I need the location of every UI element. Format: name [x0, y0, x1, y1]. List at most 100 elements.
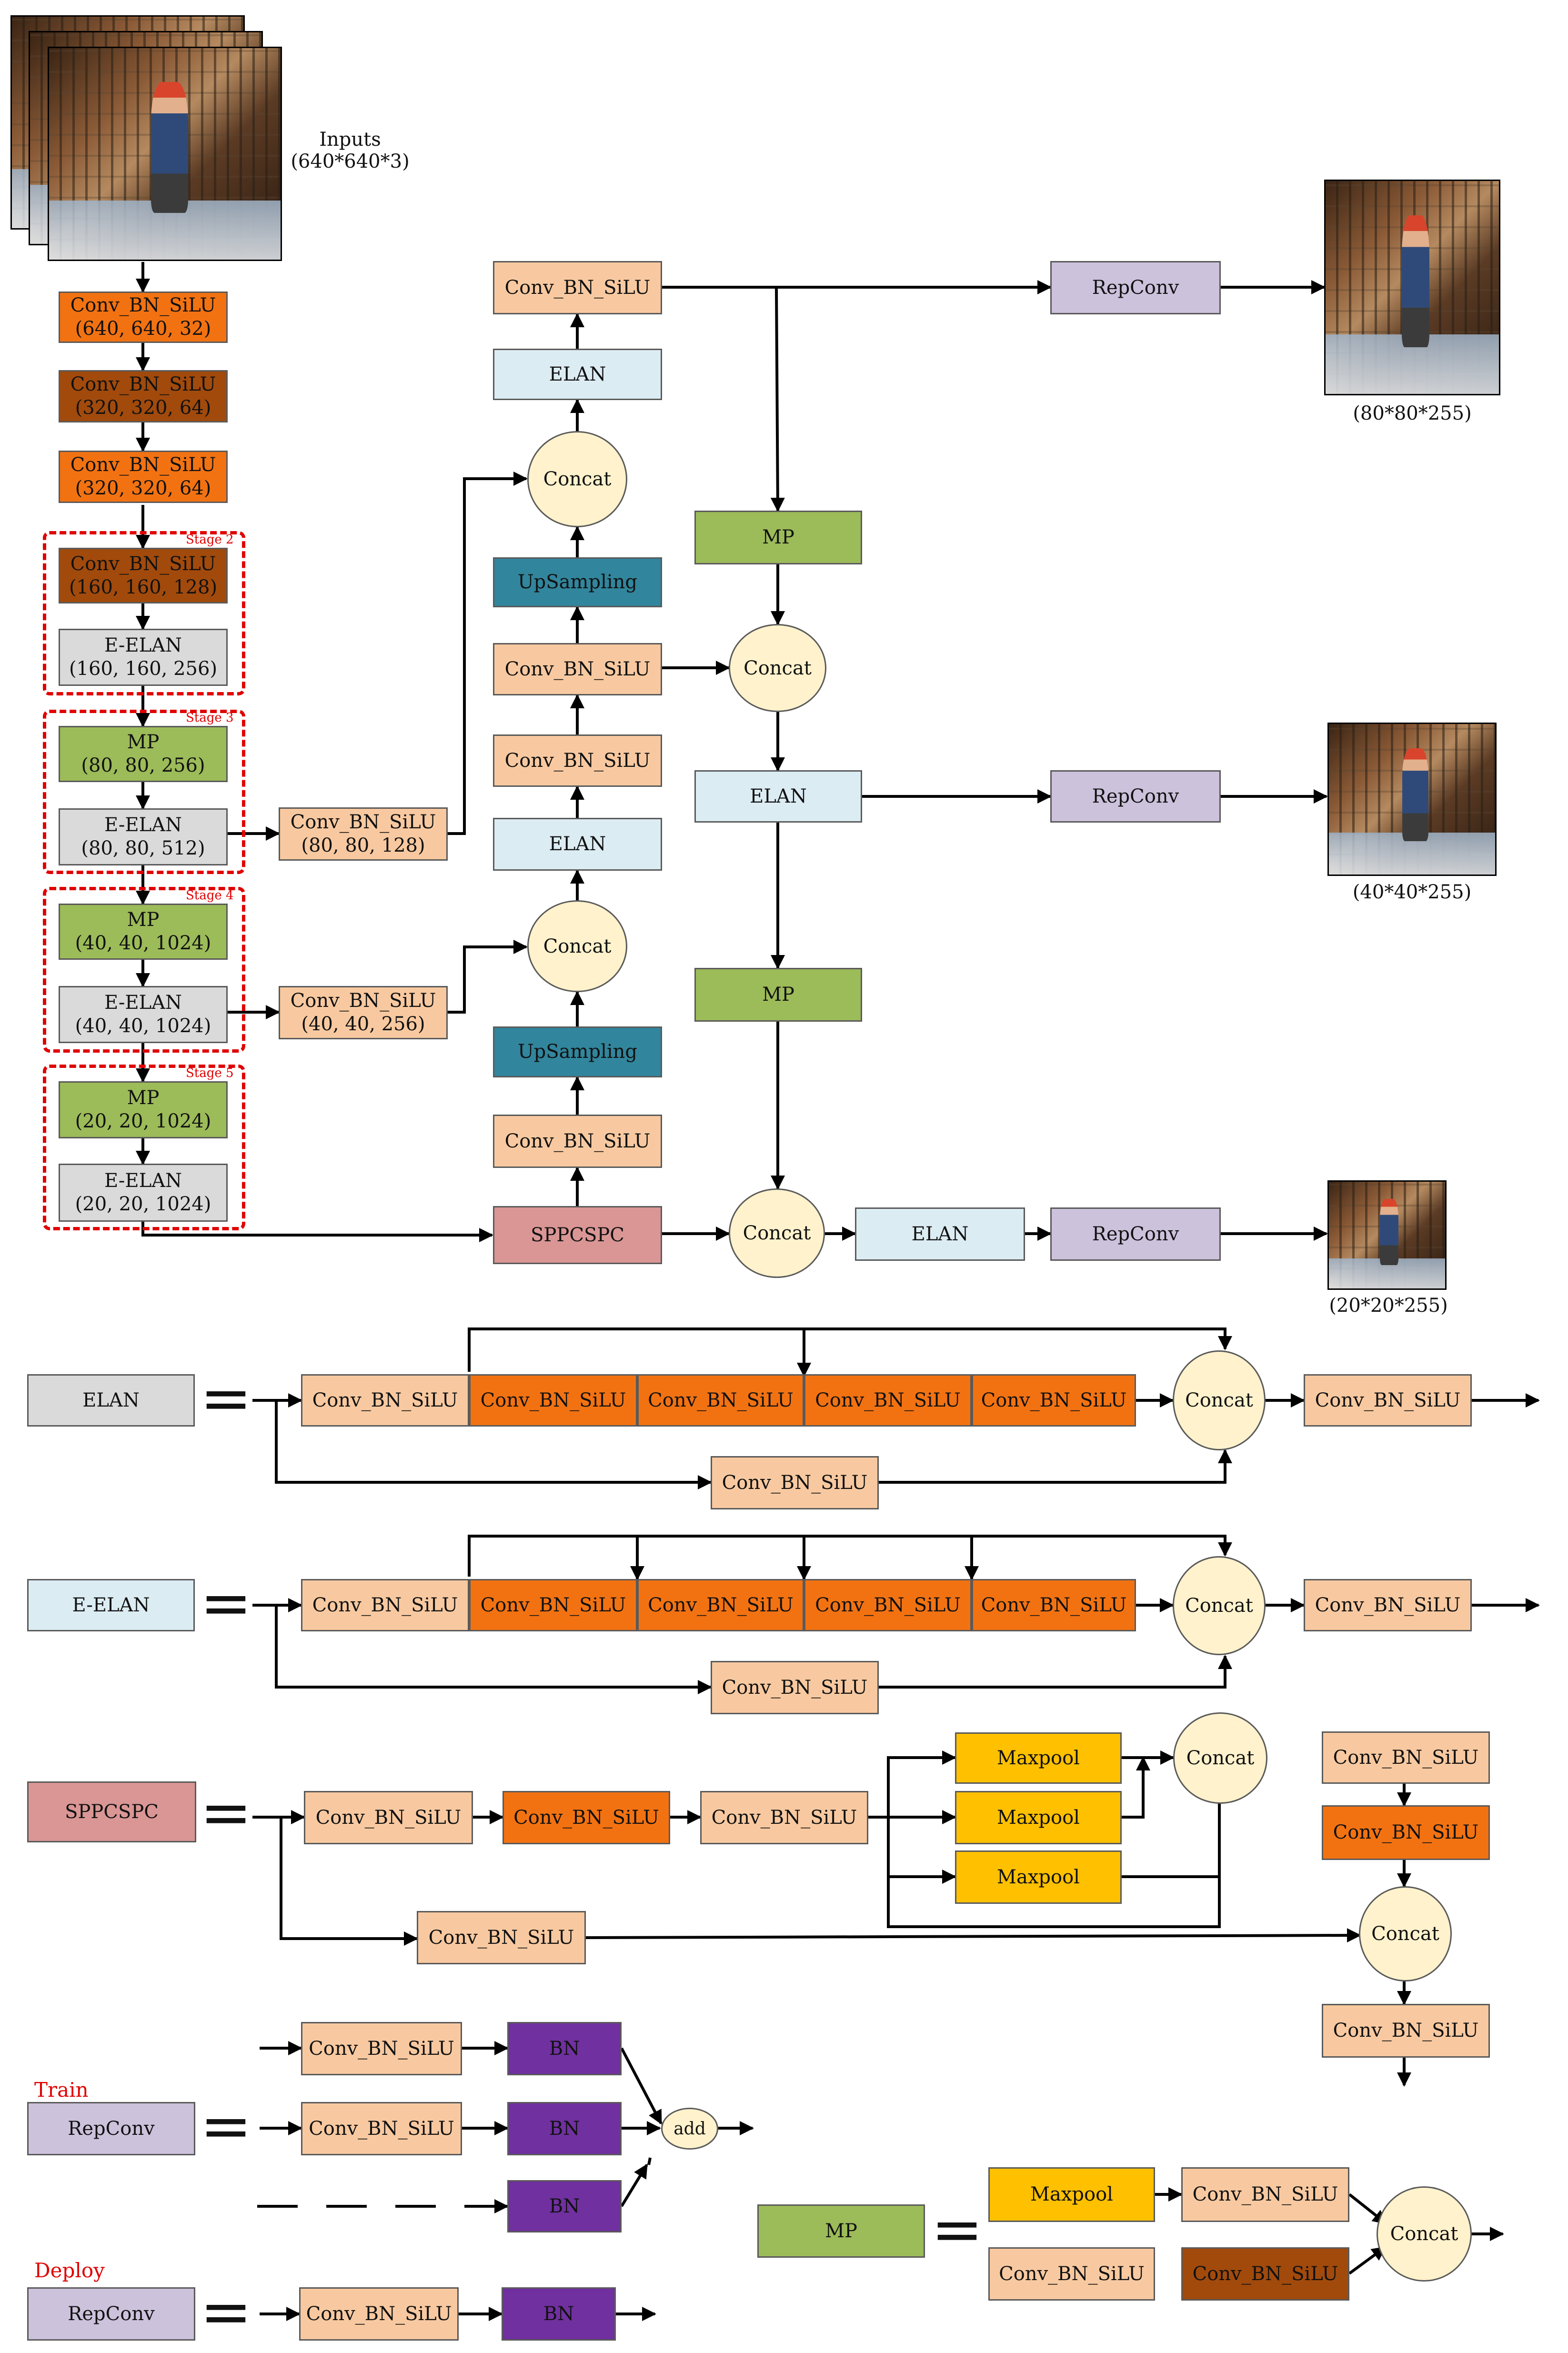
inputs-title: Inputs — [319, 129, 381, 151]
head-mp-1: MP — [694, 511, 862, 564]
backbone-conv-2: Conv_BN_SiLU(320, 320, 64) — [59, 370, 228, 422]
backbone-conv-3: Conv_BN_SiLU(320, 320, 64) — [59, 451, 228, 503]
legend-repconv-train-equals: = — [200, 2090, 252, 2162]
legend-repconv-train-key: RepConv — [27, 2102, 195, 2155]
legend-sppcspc-equals: = — [200, 1776, 252, 1849]
backbone-conv-1: Conv_BN_SiLU(640, 640, 32) — [59, 292, 228, 343]
elan-conv-2: Conv_BN_SiLU — [469, 1374, 637, 1427]
neck-upsampling-2: UpSampling — [493, 1026, 662, 1077]
input-image-front — [48, 47, 282, 261]
output-shape-p3: (80*80*255) — [1353, 402, 1472, 424]
sppcspc-conv-6: Conv_BN_SiLU — [1322, 2004, 1490, 2058]
lateral-conv-p3: Conv_BN_SiLU(80, 80, 128) — [279, 807, 448, 861]
sppcspc-concat-2: Concat — [1359, 1886, 1452, 1981]
elan-conv-skip: Conv_BN_SiLU — [711, 1456, 879, 1509]
stage-3-label: Stage 3 — [186, 711, 234, 725]
repconv-train-add: add — [661, 2108, 718, 2150]
inputs-shape: (640*640*3) — [291, 151, 410, 172]
output-image-p4 — [1327, 723, 1497, 876]
backbone-eelan-2: E-ELAN(80, 80, 512) — [59, 808, 228, 865]
stage-5-label: Stage 5 — [186, 1066, 234, 1080]
legend-mp-equals: = — [931, 2193, 983, 2265]
repconv-p4: RepConv — [1050, 770, 1221, 823]
eelan-conv-2: Conv_BN_SiLU — [469, 1579, 637, 1631]
legend-eelan-equals: = — [200, 1567, 252, 1639]
neck-elan-1: ELAN — [493, 349, 662, 400]
legend-sppcspc-key: SPPCSPC — [27, 1781, 196, 1842]
legend-mp-key: MP — [757, 2204, 925, 2258]
elan-conv-out: Conv_BN_SiLU — [1304, 1374, 1472, 1427]
eelan-conv-skip: Conv_BN_SiLU — [711, 1661, 879, 1714]
neck-elan-2: ELAN — [493, 818, 662, 871]
neck-concat-1: Concat — [527, 431, 627, 527]
output-shape-p4: (40*40*255) — [1352, 881, 1472, 903]
legend-repconv-deploy-key: RepConv — [27, 2287, 195, 2341]
repconv-train-conv-2: Conv_BN_SiLU — [301, 2102, 462, 2155]
eelan-conv-3: Conv_BN_SiLU — [637, 1579, 804, 1631]
sppcspc-maxpool-3: Maxpool — [955, 1850, 1122, 1904]
mp-conv-2: Conv_BN_SiLU — [988, 2247, 1155, 2301]
mp-maxpool: Maxpool — [988, 2167, 1155, 2222]
backbone-eelan-3: E-ELAN(40, 40, 1024) — [59, 986, 228, 1043]
sppcspc-conv-skip: Conv_BN_SiLU — [417, 1911, 586, 1964]
eelan-conv-out: Conv_BN_SiLU — [1304, 1579, 1472, 1631]
eelan-conv-4: Conv_BN_SiLU — [804, 1579, 972, 1631]
elan-conv-3: Conv_BN_SiLU — [637, 1374, 804, 1427]
repconv-train-conv-1: Conv_BN_SiLU — [301, 2022, 462, 2075]
mp-concat: Concat — [1377, 2186, 1472, 2282]
train-label: Train — [34, 2078, 89, 2102]
backbone-conv-4: Conv_BN_SiLU(160, 160, 128) — [59, 548, 228, 603]
repconv-deploy-bn: BN — [502, 2287, 616, 2341]
neck-upsampling-1: UpSampling — [493, 557, 662, 607]
legend-elan-equals: = — [200, 1362, 252, 1434]
inputs-label: Inputs (640*640*3) — [286, 129, 414, 172]
eelan-conv-1: Conv_BN_SiLU — [301, 1579, 469, 1631]
sppcspc-concat-1: Concat — [1173, 1712, 1267, 1804]
sppcspc-block: SPPCSPC — [493, 1206, 662, 1264]
legend-elan-key: ELAN — [27, 1374, 195, 1427]
backbone-eelan-1: E-ELAN(160, 160, 256) — [59, 629, 228, 686]
lateral-conv-p4: Conv_BN_SiLU(40, 40, 256) — [279, 986, 448, 1039]
elan-concat: Concat — [1173, 1350, 1266, 1450]
neck-conv-mid-b: Conv_BN_SiLU — [493, 734, 662, 787]
eelan-concat: Concat — [1173, 1556, 1266, 1655]
sppcspc-maxpool-2: Maxpool — [955, 1791, 1122, 1844]
repconv-train-bn-3: BN — [507, 2180, 622, 2232]
stage-4-frame — [43, 887, 245, 1053]
legend-repconv-deploy-equals: = — [200, 2275, 252, 2348]
legend-eelan-key: E-ELAN — [27, 1579, 195, 1631]
neck-concat-2: Concat — [527, 900, 627, 992]
stage-5-frame — [43, 1065, 245, 1230]
backbone-mp-2: MP(40, 40, 1024) — [59, 904, 228, 960]
deploy-label: Deploy — [34, 2259, 105, 2282]
backbone-mp-3: MP(20, 20, 1024) — [59, 1081, 228, 1138]
backbone-eelan-4: E-ELAN(20, 20, 1024) — [59, 1164, 228, 1222]
sppcspc-conv-3: Conv_BN_SiLU — [700, 1791, 868, 1844]
neck-conv-low: Conv_BN_SiLU — [493, 1115, 662, 1168]
mp-conv-3: Conv_BN_SiLU — [1181, 2247, 1349, 2301]
backbone-mp-1: MP(80, 80, 256) — [59, 726, 228, 782]
sppcspc-maxpool-1: Maxpool — [955, 1732, 1122, 1784]
stage-4-label: Stage 4 — [186, 888, 234, 903]
head-concat-2: Concat — [729, 1188, 825, 1278]
neck-conv-top: Conv_BN_SiLU — [493, 261, 662, 314]
elan-conv-5: Conv_BN_SiLU — [972, 1374, 1136, 1427]
repconv-deploy-conv: Conv_BN_SiLU — [299, 2287, 459, 2341]
sppcspc-conv-4: Conv_BN_SiLU — [1322, 1731, 1490, 1784]
stage-2-label: Stage 2 — [186, 533, 234, 547]
neck-conv-mid-a: Conv_BN_SiLU — [493, 643, 662, 695]
stage-3-frame — [43, 710, 245, 874]
repconv-train-bn-2: BN — [507, 2102, 622, 2155]
head-mp-2: MP — [694, 968, 862, 1022]
elan-conv-4: Conv_BN_SiLU — [804, 1374, 972, 1427]
sppcspc-conv-5: Conv_BN_SiLU — [1322, 1805, 1490, 1860]
head-concat-1: Concat — [729, 624, 826, 712]
head-elan-1: ELAN — [694, 770, 862, 823]
output-image-p5 — [1327, 1180, 1447, 1290]
sppcspc-conv-1: Conv_BN_SiLU — [304, 1791, 473, 1844]
elan-conv-1: Conv_BN_SiLU — [301, 1374, 469, 1427]
output-shape-p5: (20*20*255) — [1329, 1295, 1448, 1317]
repconv-p3: RepConv — [1050, 261, 1221, 314]
